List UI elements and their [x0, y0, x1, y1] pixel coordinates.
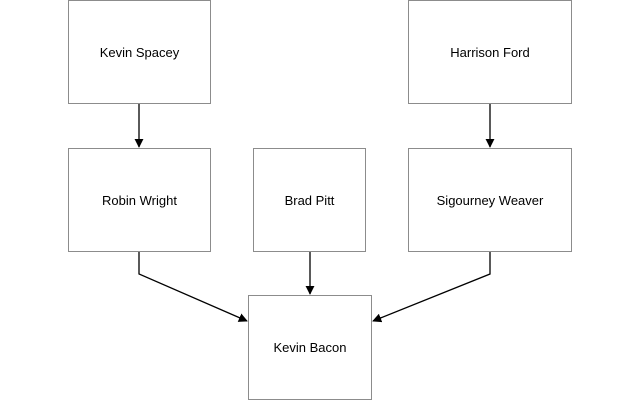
node-label: Robin Wright — [102, 192, 177, 208]
edge-sigourney-weaver-to-kevin-bacon — [372, 252, 491, 323]
node-robin-wright[interactable]: Robin Wright — [68, 148, 211, 252]
node-label: Brad Pitt — [284, 192, 335, 208]
node-brad-pitt[interactable]: Brad Pitt — [253, 148, 366, 252]
node-label: Sigourney Weaver — [436, 192, 544, 208]
node-sigourney-weaver[interactable]: Sigourney Weaver — [408, 148, 572, 252]
node-kevin-spacey[interactable]: Kevin Spacey — [68, 0, 211, 104]
node-label: Harrison Ford — [450, 44, 530, 60]
node-label: Kevin Spacey — [99, 44, 180, 60]
node-harrison-ford[interactable]: Harrison Ford — [408, 0, 572, 104]
node-kevin-bacon[interactable]: Kevin Bacon — [248, 295, 372, 400]
edge-robin-wright-to-kevin-bacon — [138, 252, 248, 322]
node-label: Kevin Bacon — [273, 340, 347, 355]
